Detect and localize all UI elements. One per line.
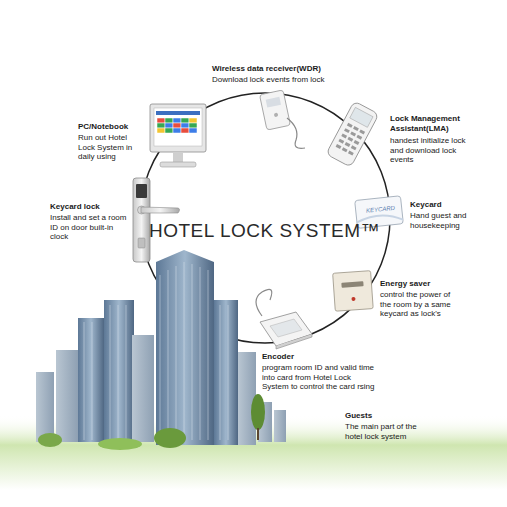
device-description: The main part of the hotel lock system bbox=[345, 422, 435, 441]
wdr-cable bbox=[287, 118, 305, 148]
energy-saver bbox=[333, 271, 374, 312]
device-description: control the power of the room by a same … bbox=[380, 290, 460, 319]
diagram-title: HOTEL LOCK SYSTEM™ bbox=[149, 220, 380, 242]
device-description: Install and set a room ID on door built-… bbox=[50, 213, 128, 242]
device-heading: Guests bbox=[345, 411, 437, 421]
device-heading: Energy saver bbox=[380, 279, 460, 289]
device-heading: Keycard bbox=[410, 200, 480, 210]
lma-handheld bbox=[326, 101, 379, 167]
device-heading: Lock Management Assistant(LMA) bbox=[390, 114, 472, 133]
device-description: handest initialize lock and download loc… bbox=[390, 136, 474, 165]
device-heading: Wireless data receiver(WDR) bbox=[212, 64, 352, 74]
device-description: Download lock events from lock bbox=[212, 75, 352, 85]
wdr-device bbox=[260, 90, 291, 130]
device-description: Run out Hotel Lock System in daily using bbox=[78, 133, 142, 162]
encoder-device bbox=[256, 289, 312, 349]
device-heading: PC/Notebook bbox=[78, 122, 146, 132]
city-skyline bbox=[36, 250, 286, 450]
device-heading: Encoder bbox=[262, 352, 378, 362]
device-description: Hand guest and housekeeping bbox=[410, 211, 484, 230]
device-heading: Keycard lock bbox=[50, 202, 128, 212]
device-description: program room ID and valid time into card… bbox=[262, 363, 378, 392]
pc-monitor bbox=[150, 104, 206, 167]
